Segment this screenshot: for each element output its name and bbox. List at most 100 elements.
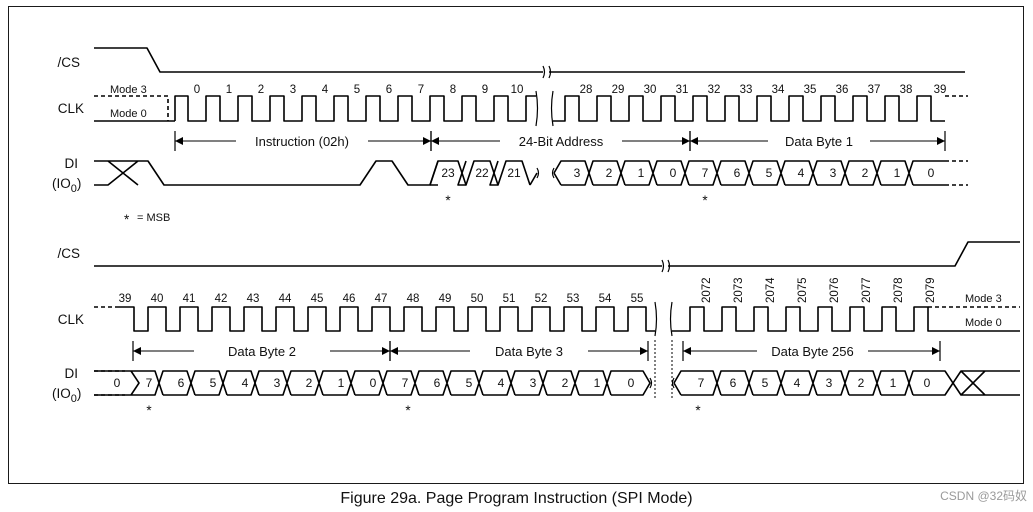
top-clk-label: CLK [58,101,84,116]
bottom-clock-label: 47 [375,293,388,305]
top-clock-label: 36 [836,84,849,96]
bottom-di-value: 3 [274,376,281,390]
bottom-clock-label: 40 [151,293,164,305]
bottom-clock-label: 46 [343,293,356,305]
bottom-clock-label: 48 [407,293,420,305]
arrowhead-right [640,347,648,355]
bottom-clock-label: 45 [311,293,324,305]
bottom-clock-label: 49 [439,293,452,305]
bottom-clock-label: 44 [279,293,292,305]
top-clock-label: 29 [612,84,625,96]
top-clock-label: 38 [900,84,913,96]
top-clock-label: 30 [644,84,657,96]
bottom-di-value: 5 [466,376,473,390]
bottom-clock-label: 55 [631,293,644,305]
bottom-clock-label: 2076 [829,277,841,303]
bottom-clock-label: 51 [503,293,516,305]
bottom-clock-label: 41 [183,293,196,305]
top-di-value: 4 [798,166,805,180]
bottom-di-value: 6 [178,376,185,390]
bottom-di-value: 4 [498,376,505,390]
arrowhead-right [937,137,945,145]
top-di-value: 0 [670,166,677,180]
top-clock-label: 35 [804,84,817,96]
bottom-mode3-label: Mode 3 [965,293,1002,305]
top-di-value: 3 [574,166,581,180]
top-clock-label: 1 [226,84,232,96]
top-clock-label: 2 [258,84,264,96]
bottom-di-waveform [94,370,1020,396]
arrowhead-right [932,347,940,355]
arrowhead-left [175,137,183,145]
top-di-value: 6 [734,166,741,180]
top-clock-label: 0 [194,84,200,96]
top-clock-label: 3 [290,84,296,96]
top-clock-label: 6 [386,84,392,96]
bottom-clock-label: 52 [535,293,548,305]
data-byte-1-span-label: Data Byte 1 [785,134,853,149]
top-clock-label: 7 [418,84,424,96]
bottom-clock-label: 2075 [797,277,809,303]
figure-caption: Figure 29a. Page Program Instruction (SP… [340,490,693,507]
break-marks [535,65,675,389]
bottom-clock-label: 54 [599,293,612,305]
top-clock-label: 37 [868,84,881,96]
dotted-separator [654,340,673,400]
watermark: CSDN @32码奴 [940,489,1027,503]
top-di-value: 23 [441,166,455,180]
top-clock-label: 39 [934,84,947,96]
top-di-label: DI [65,156,79,171]
bottom-di-value: 1 [890,376,897,390]
top-clock-label: 34 [772,84,785,96]
bottom-clock-label: 2079 [925,277,937,303]
bottom-di-value: 1 [594,376,601,390]
bottom-di-dashes [94,370,125,396]
bottom-clock-label: 2078 [893,277,905,303]
top-di-value: 7 [702,166,709,180]
legend-text: = MSB [137,212,170,224]
msb-star: * [702,193,708,208]
bottom-clock-label: 53 [567,293,580,305]
top-clock-label: 4 [322,84,329,96]
top-di-value: 2 [862,166,869,180]
arrowhead-right [682,137,690,145]
arrowhead-left [390,347,398,355]
bottom-clock-label: 50 [471,293,484,305]
bottom-clock-label: 2072 [701,277,713,303]
top-cs-label: /CS [57,55,80,70]
top-clock-label: 31 [676,84,689,96]
bottom-clk-waveform [119,306,1020,332]
bottom-clock-label: 2073 [733,277,745,303]
top-di-data-bytes [553,160,945,186]
legend-star: * [124,212,130,227]
arrowhead-right [423,137,431,145]
arrowhead-left [133,347,141,355]
top-di-value: 2 [606,166,613,180]
arrowhead-left [683,347,691,355]
top-di-value: 1 [638,166,645,180]
bottom-cs-waveform [94,241,1020,267]
data-byte-256-span-label: Data Byte 256 [771,344,853,359]
bottom-di-value: 2 [562,376,569,390]
bottom-di-value: 7 [146,376,153,390]
bottom-di-value: 0 [924,376,931,390]
top-di-dont-care [94,160,439,186]
diagram-frame [8,6,1024,484]
bottom-di-value: 3 [826,376,833,390]
bottom-di-value: 2 [858,376,865,390]
bottom-di-value: 5 [762,376,769,390]
address-span-label: 24-Bit Address [519,134,604,149]
bottom-di-value: 6 [730,376,737,390]
instruction-span-label: Instruction (02h) [255,134,349,149]
bottom-di-value: 7 [402,376,409,390]
arrowhead-right [382,347,390,355]
top-clock-label: 33 [740,84,753,96]
top-cs-waveform [94,47,965,73]
bottom-di-value: 2 [306,376,313,390]
bottom-di-value: 5 [210,376,217,390]
data-byte-3-span-label: Data Byte 3 [495,344,563,359]
bottom-di-value: 3 [530,376,537,390]
top-di-address-bytes [429,160,538,186]
